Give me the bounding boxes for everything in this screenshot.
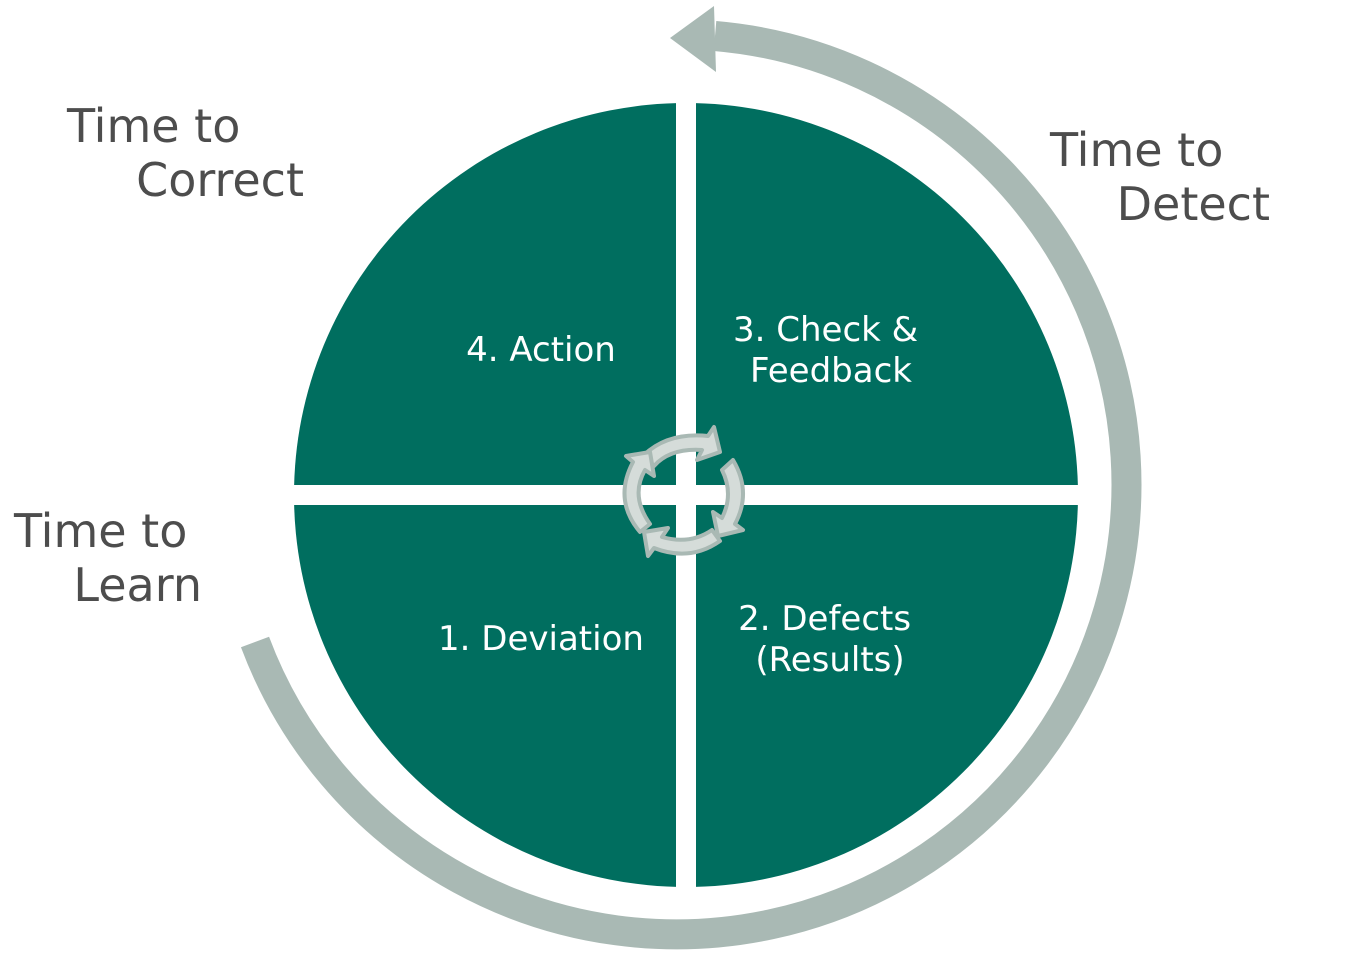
cycle-arrow-top — [642, 425, 722, 468]
quadrant-check-line1: 3. Check & — [733, 310, 918, 350]
quadrant-circle — [288, 98, 1084, 894]
time-to-correct-line1: Time to — [66, 99, 240, 153]
time-to-detect-line2: Detect — [1117, 177, 1270, 231]
time-to-learn-line2: Learn — [73, 558, 202, 612]
quadrant-defects-line1: 2. Defects — [738, 599, 911, 639]
time-to-learn-line1: Time to — [13, 504, 187, 558]
quadrant-deviation-label: 1. Deviation — [438, 619, 644, 659]
quadrant-action-label: 4. Action — [466, 330, 616, 370]
quadrant-check-line2: Feedback — [750, 351, 912, 391]
time-to-correct-label: Time to Correct — [66, 99, 304, 207]
cycle-arrows-icon — [622, 425, 745, 558]
quadrant-defects-label: 2. Defects (Results) — [738, 599, 922, 680]
horizontal-divider — [288, 485, 1084, 505]
time-to-correct-line2: Correct — [136, 153, 304, 207]
time-to-learn-label: Time to Learn — [13, 504, 202, 612]
outer-arrow-head — [670, 6, 716, 72]
time-to-detect-line1: Time to — [1049, 123, 1223, 177]
cycle-arrow-bottom — [642, 526, 722, 558]
quadrant-defects-line2: (Results) — [755, 640, 904, 680]
counter-clockwise-arrow-icon — [240, 6, 1142, 950]
time-to-detect-label: Time to Detect — [1049, 123, 1270, 231]
cycle-arrow-left — [622, 450, 656, 534]
outer-arrow-arc — [240, 21, 1142, 950]
quadrant-check-label: 3. Check & Feedback — [733, 310, 929, 391]
